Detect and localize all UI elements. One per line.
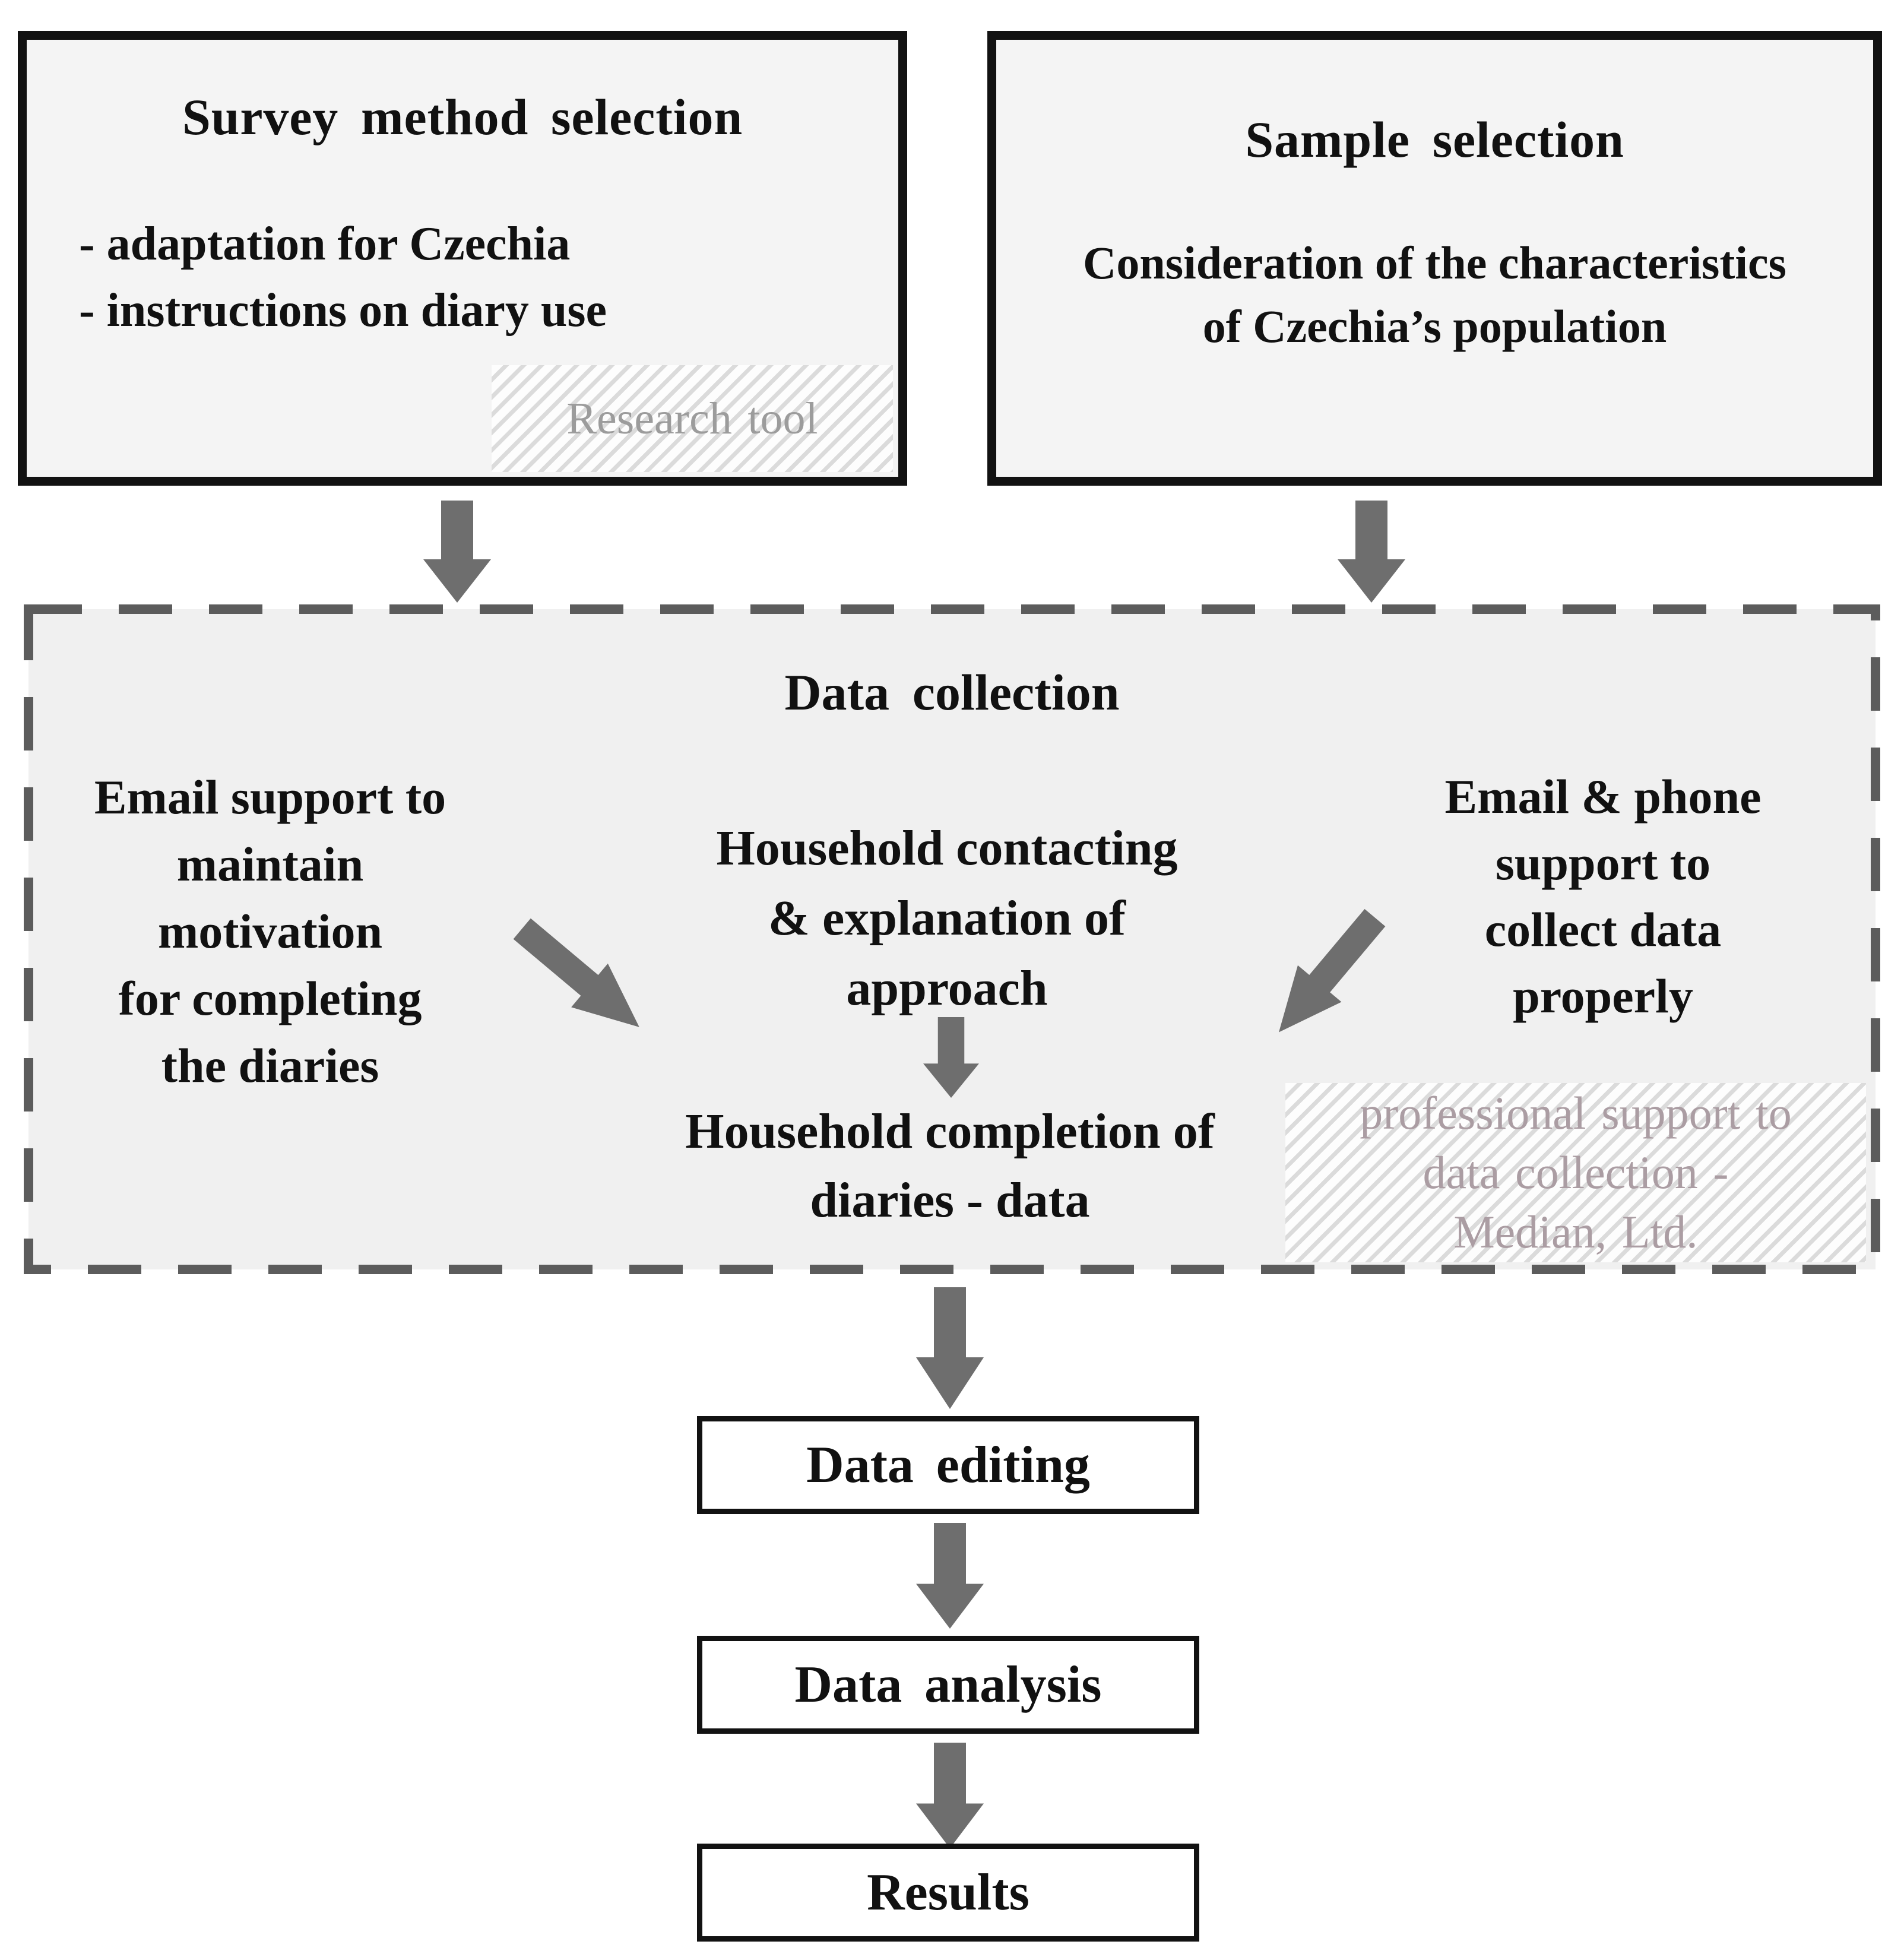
survey-method-box: Survey method selection - adaptation for… (18, 31, 907, 486)
data-editing-box: Data editing (697, 1416, 1199, 1514)
research-tool-text: Research tool (566, 393, 818, 444)
down-arrow-icon (916, 1287, 984, 1409)
sample-selection-box: Sample selection Consideration of the ch… (987, 31, 1882, 486)
data-editing-label: Data editing (806, 1436, 1090, 1494)
data-collection-title: Data collection (784, 664, 1120, 721)
down-arrow-icon (923, 1017, 979, 1098)
results-label: Results (867, 1864, 1029, 1921)
data-analysis-box: Data analysis (697, 1636, 1199, 1734)
diagonal-arrow-down-left-icon (1279, 908, 1386, 1033)
sample-selection-body: Consideration of the characteristics of … (1083, 237, 1786, 352)
data-analysis-label: Data analysis (794, 1656, 1102, 1714)
down-arrow-icon (916, 1523, 984, 1629)
results-box: Results (697, 1844, 1199, 1942)
down-arrow-icon (423, 501, 491, 603)
data-collection-box: Data collection Email support to maintai… (24, 604, 1880, 1274)
down-arrow-icon (916, 1743, 984, 1848)
household-completion-note: Household completion of diaries - data (685, 1104, 1215, 1228)
research-tool-hatch-label: Research tool (492, 365, 893, 472)
survey-method-bullets: - adaptation for Czechia - instructions … (79, 218, 607, 337)
email-support-note: Email support to maintain motivation for… (94, 770, 446, 1092)
diagonal-arrow-down-right-icon (513, 918, 639, 1027)
email-phone-support-note: Email & phone support to collect data pr… (1444, 770, 1762, 1023)
professional-support-hatch-label: professional support to data collection … (1285, 1083, 1866, 1262)
down-arrow-icon (1338, 501, 1405, 603)
household-contacting-note: Household contacting & explanation of ap… (716, 821, 1178, 1016)
sample-selection-title: Sample selection (1245, 111, 1624, 168)
survey-method-title: Survey method selection (182, 88, 743, 145)
